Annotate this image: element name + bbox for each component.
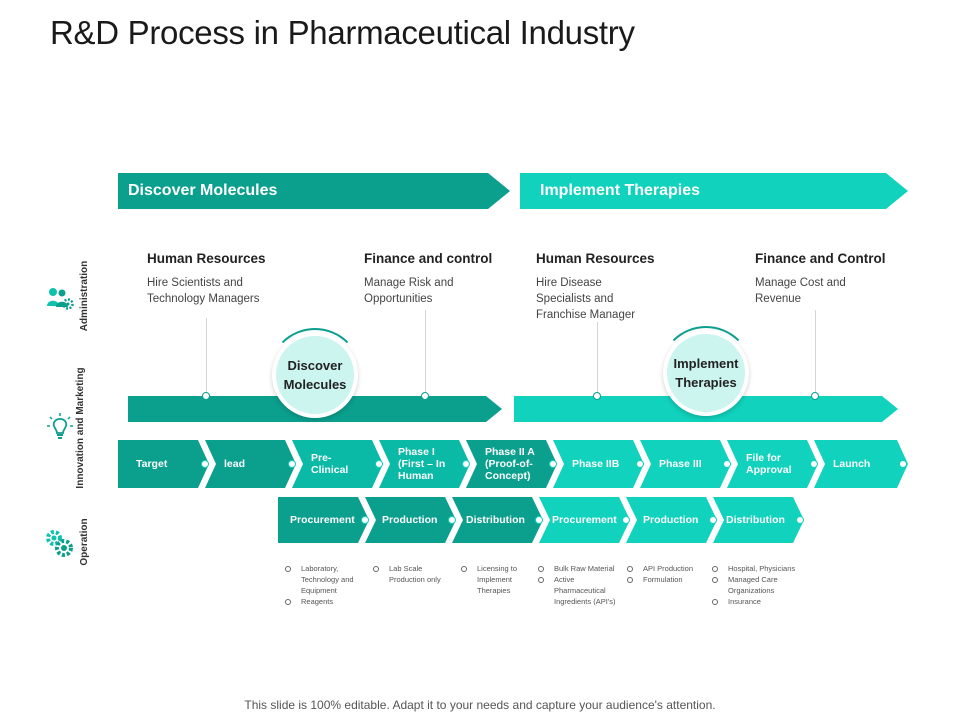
connector-dot xyxy=(796,516,804,524)
operation-chevron: Procurement xyxy=(539,497,630,543)
operation-chevron: Production xyxy=(626,497,717,543)
connector-dot xyxy=(636,460,644,468)
connector-line xyxy=(815,310,816,396)
connector-dot xyxy=(201,460,209,468)
circle-discover-molecules: Discover Molecules xyxy=(272,332,358,418)
operation-details: Licensing to Implement Therapies xyxy=(461,563,533,596)
connector-dot xyxy=(448,516,456,524)
stage-chevron: lead xyxy=(205,440,296,488)
detail-item: Reagents xyxy=(285,596,367,607)
connector-dot xyxy=(622,516,630,524)
row-label-operation: Operation xyxy=(79,518,90,566)
admin-heading: Human Resources xyxy=(536,251,655,266)
circle-implement-therapies: Implement Therapies xyxy=(663,330,749,416)
connector-dot xyxy=(723,460,731,468)
stage-label: Phase IIB xyxy=(572,458,620,470)
banner-implement-therapies: Implement Therapies xyxy=(520,173,908,209)
operation-details: Lab Scale Production only xyxy=(373,563,445,585)
stage-label: File for Approval xyxy=(746,452,792,476)
circle-arc xyxy=(268,328,362,422)
stage-label: Phase II A (Proof-of-Concept) xyxy=(485,446,535,482)
detail-item: Formulation xyxy=(627,574,713,585)
stage-chevron: File for Approval xyxy=(727,440,818,488)
admin-heading: Finance and control xyxy=(364,251,493,266)
connector-dot xyxy=(361,516,369,524)
connector-dot xyxy=(899,460,907,468)
detail-item: API Production xyxy=(627,563,713,574)
operation-label: Production xyxy=(382,514,438,526)
connector-dot xyxy=(202,392,210,400)
connector-dot xyxy=(709,516,717,524)
connector-dot xyxy=(535,516,543,524)
stage-chevron: Phase II A (Proof-of-Concept) xyxy=(466,440,557,488)
connector-dot xyxy=(811,392,819,400)
footer-note: This slide is 100% editable. Adapt it to… xyxy=(244,698,716,712)
admin-heading: Finance and Control xyxy=(755,251,886,266)
stage-chevron: Launch xyxy=(814,440,908,488)
connector-dot xyxy=(421,392,429,400)
stage-chevron: Phase I (First – In Human xyxy=(379,440,470,488)
stage-label: Launch xyxy=(833,458,871,470)
operation-chevron: Distribution xyxy=(452,497,543,543)
stage-label: Phase I (First – In Human xyxy=(398,446,446,482)
admin-description: Manage Risk and Opportunities xyxy=(364,277,454,305)
admin-description: Hire Scientists and Technology Managers xyxy=(147,277,260,305)
connector-line xyxy=(425,310,426,396)
detail-item: Bulk Raw Material xyxy=(538,563,620,574)
connector-dot xyxy=(462,460,470,468)
people-gear-icon xyxy=(47,288,74,310)
circle-label: Implement Therapies xyxy=(673,356,739,390)
detail-item: Licensing to Implement Therapies xyxy=(461,563,533,596)
stage-label: Target xyxy=(136,458,168,470)
connector-dot xyxy=(593,392,601,400)
detail-item: Hospital, Physicians xyxy=(712,563,812,574)
operation-details: API Production Formulation xyxy=(627,563,713,585)
operation-label: Production xyxy=(643,514,699,526)
connector-line xyxy=(206,318,207,396)
detail-item: Insurance xyxy=(712,596,812,607)
circle-arc xyxy=(659,326,753,420)
stage-label: Pre-Clinical xyxy=(311,452,349,476)
banner-discover-molecules: Discover Molecules xyxy=(118,173,510,209)
stage-chevron: Target xyxy=(118,440,209,488)
detail-item: Laboratory, Technology and Equipment xyxy=(285,563,367,596)
stage-chevron: Pre-Clinical xyxy=(292,440,383,488)
admin-heading: Human Resources xyxy=(147,251,266,266)
operation-label: Procurement xyxy=(290,514,355,526)
connector-dot xyxy=(288,460,296,468)
admin-description: Manage Cost and Revenue xyxy=(755,277,846,305)
page-title: R&D Process in Pharmaceutical Industry xyxy=(50,14,635,51)
operation-label: Procurement xyxy=(552,514,617,526)
operation-details: Hospital, Physicians Managed Care Organi… xyxy=(712,563,812,607)
operation-chevron: Production xyxy=(365,497,456,543)
connector-dot xyxy=(810,460,818,468)
stage-label: Phase III xyxy=(659,458,702,470)
admin-description: Hire Disease Specialists and Franchise M… xyxy=(536,277,636,321)
stage-label: lead xyxy=(224,458,246,470)
stage-chevron: Phase IIB xyxy=(553,440,644,488)
gears-icon xyxy=(46,530,73,557)
detail-item: Active Pharmaceutical Ingredients (API's… xyxy=(538,574,620,607)
circle-label: Discover Molecules xyxy=(283,358,347,392)
detail-item: Lab Scale Production only xyxy=(373,563,445,585)
operation-chevron: Procurement xyxy=(278,497,369,543)
banner-label: Discover Molecules xyxy=(128,182,278,199)
connector-dot xyxy=(375,460,383,468)
operation-details: Laboratory, Technology and Equipment Rea… xyxy=(285,563,367,607)
operation-details: Bulk Raw Material Active Pharmaceutical … xyxy=(538,563,620,607)
detail-item: Managed Care Organizations xyxy=(712,574,812,596)
row-label-administration: Administration xyxy=(79,260,90,332)
operation-label: Distribution xyxy=(466,514,525,526)
stage-chevron: Phase III xyxy=(640,440,731,488)
operation-chevron: Distribution xyxy=(713,497,804,543)
connector-line xyxy=(597,322,598,396)
lightbulb-icon xyxy=(47,413,73,439)
banner-label: Implement Therapies xyxy=(540,182,701,199)
operation-label: Distribution xyxy=(726,514,785,526)
connector-dot xyxy=(549,460,557,468)
